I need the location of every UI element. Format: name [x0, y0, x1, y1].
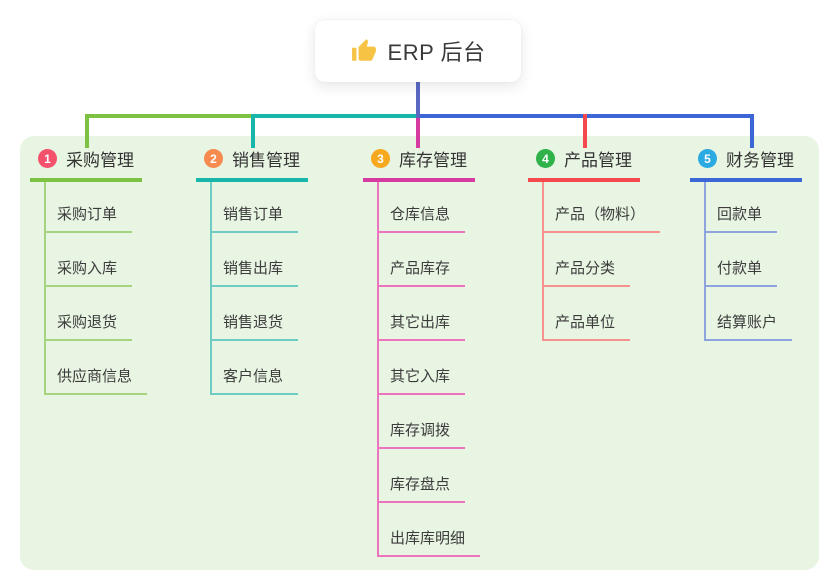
child-label[interactable]: 销售出库	[212, 257, 299, 287]
root-node-label: ERP 后台	[387, 40, 486, 65]
child-label[interactable]: 采购入库	[46, 257, 133, 287]
branch-inventory-header[interactable]: 3 库存管理	[363, 146, 475, 182]
child-item: 仓库信息	[379, 182, 480, 233]
branch-label: 销售管理	[232, 151, 300, 170]
branch-inventory: 3 库存管理 仓库信息 产品库存 其它出库 其它入库 库存调拨 库存盘点 出库库…	[363, 146, 481, 557]
child-label[interactable]: 销售订单	[212, 203, 299, 233]
branch-index-badge: 3	[371, 149, 390, 168]
child-label[interactable]: 客户信息	[212, 365, 299, 395]
child-item: 销售退货	[212, 287, 299, 341]
branch-product: 4 产品管理 产品（物料） 产品分类 产品单位	[528, 146, 661, 341]
child-label[interactable]: 供应商信息	[46, 365, 148, 395]
child-label[interactable]: 其它入库	[379, 365, 466, 395]
branch-sales-header[interactable]: 2 销售管理	[196, 146, 308, 182]
branch-index-badge: 2	[204, 149, 223, 168]
branch-finance-header[interactable]: 5 财务管理	[690, 146, 802, 182]
child-item: 销售订单	[212, 182, 299, 233]
child-item: 结算账户	[706, 287, 793, 341]
branch-label: 库存管理	[399, 151, 467, 170]
branch-index-badge: 5	[698, 149, 717, 168]
branch-sales: 2 销售管理 销售订单 销售出库 销售退货 客户信息	[196, 146, 308, 395]
child-item: 客户信息	[212, 341, 299, 395]
branch-label: 采购管理	[66, 151, 134, 170]
child-label[interactable]: 产品单位	[544, 311, 631, 341]
branches-panel-background	[20, 136, 819, 570]
child-item: 回款单	[706, 182, 792, 233]
child-item: 库存盘点	[379, 449, 480, 503]
child-item: 供应商信息	[46, 341, 148, 395]
child-label[interactable]: 产品（物料）	[544, 203, 661, 233]
child-label[interactable]: 其它出库	[379, 311, 466, 341]
child-item: 其它出库	[379, 287, 480, 341]
child-item: 库存调拨	[379, 395, 480, 449]
child-item: 其它入库	[379, 341, 480, 395]
child-label[interactable]: 库存盘点	[379, 473, 466, 503]
connector-branch-2-horizontal	[251, 114, 420, 118]
child-label[interactable]: 仓库信息	[379, 203, 466, 233]
branch-label: 产品管理	[564, 151, 632, 170]
child-label[interactable]: 结算账户	[706, 311, 793, 341]
child-item: 付款单	[706, 233, 792, 287]
child-label[interactable]: 销售退货	[212, 311, 299, 341]
branch-index-badge: 4	[536, 149, 555, 168]
thumbs-up-icon	[351, 39, 376, 61]
branch-purchase: 1 采购管理 采购订单 采购入库 采购退货 供应商信息	[30, 146, 148, 395]
child-label[interactable]: 出库库明细	[379, 527, 481, 557]
child-item: 采购退货	[46, 287, 147, 341]
child-label[interactable]: 产品库存	[379, 257, 466, 287]
branch-purchase-children: 采购订单 采购入库 采购退货 供应商信息	[44, 182, 148, 395]
branch-finance-children: 回款单 付款单 结算账户	[704, 182, 793, 341]
branch-finance: 5 财务管理 回款单 付款单 结算账户	[690, 146, 802, 341]
connector-branch-5-drop	[750, 114, 754, 148]
branch-index-badge: 1	[38, 149, 57, 168]
thumbs-up-icon-path	[351, 39, 376, 61]
child-item: 产品单位	[544, 287, 660, 341]
child-item: 产品分类	[544, 233, 660, 287]
child-label[interactable]: 库存调拨	[379, 419, 466, 449]
child-item: 采购入库	[46, 233, 147, 287]
child-label[interactable]: 回款单	[706, 203, 778, 233]
child-item: 采购订单	[46, 182, 147, 233]
child-label[interactable]: 产品分类	[544, 257, 631, 287]
child-label[interactable]: 付款单	[706, 257, 778, 287]
branch-purchase-header[interactable]: 1 采购管理	[30, 146, 142, 182]
branch-inventory-children: 仓库信息 产品库存 其它出库 其它入库 库存调拨 库存盘点 出库库明细	[377, 182, 481, 557]
root-connector	[416, 82, 420, 118]
branch-product-header[interactable]: 4 产品管理	[528, 146, 640, 182]
branch-product-children: 产品（物料） 产品分类 产品单位	[542, 182, 661, 341]
child-label[interactable]: 采购退货	[46, 311, 133, 341]
child-item: 产品库存	[379, 233, 480, 287]
connector-branch-4-drop	[583, 114, 587, 148]
child-item: 出库库明细	[379, 503, 481, 557]
child-item: 销售出库	[212, 233, 299, 287]
connector-branch-2-drop	[251, 114, 255, 148]
root-node[interactable]: ERP 后台	[315, 20, 521, 82]
branch-label: 财务管理	[726, 151, 794, 170]
child-label[interactable]: 采购订单	[46, 203, 133, 233]
branch-sales-children: 销售订单 销售出库 销售退货 客户信息	[210, 182, 299, 395]
connector-branch-1-drop	[85, 114, 89, 148]
child-item: 产品（物料）	[544, 182, 661, 233]
connector-branch-3-drop	[416, 116, 420, 148]
